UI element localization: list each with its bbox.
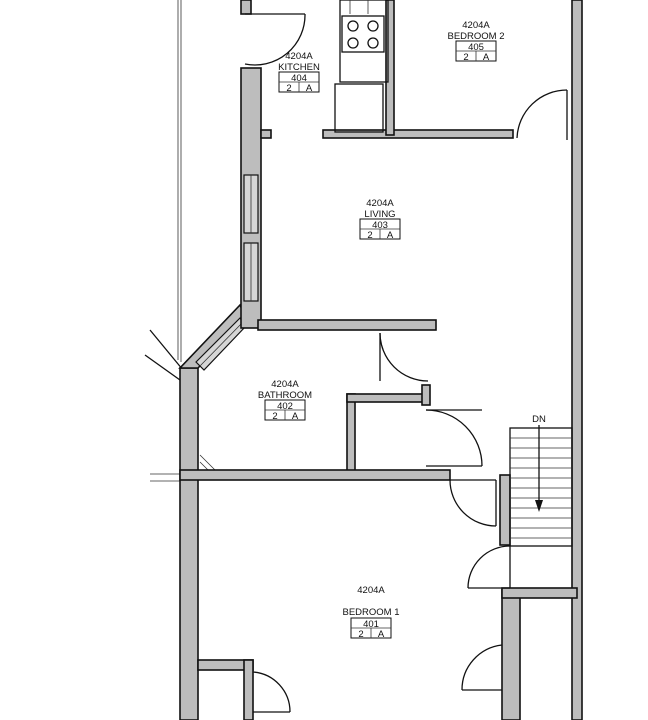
kitchen-counter: [339, 0, 389, 83]
doors: [244, 13, 568, 713]
stair-left-wall: [499, 474, 511, 546]
room-number: 404: [291, 73, 307, 84]
room-floor: 2: [286, 83, 291, 94]
room-type: A: [306, 83, 313, 94]
room-name: BEDROOM 1: [342, 607, 399, 618]
bedroom1-closet-door: [461, 644, 503, 691]
room-code: 4204A: [357, 585, 385, 596]
bottom-closet-door: [252, 671, 291, 713]
room-type: A: [387, 230, 394, 241]
room-tag-bedroom-2: 4204A BEDROOM 2 405 2 A: [447, 20, 504, 63]
bedroom1-right-wall: [501, 589, 521, 720]
kitchen-appliances: [334, 0, 389, 133]
room-name: KITCHEN: [278, 62, 320, 73]
bathroom-bottom-wall: [179, 469, 451, 481]
room-number: 403: [372, 220, 388, 231]
room-type: A: [378, 629, 385, 640]
bedroom1-door: [449, 479, 497, 527]
room-number: 405: [468, 42, 484, 53]
bathroom-door: [379, 332, 429, 382]
stair-label: DN: [532, 414, 546, 425]
stair-outline: [509, 427, 573, 547]
closet-door: [425, 409, 483, 467]
room-type: A: [292, 411, 299, 422]
kitchen-door: [244, 13, 306, 66]
room-tag-living: 4204A LIVING 403 2 A: [359, 198, 401, 241]
room-tag-kitchen: 4204A KITCHEN 404 2 A: [278, 51, 320, 94]
walls: [178, 0, 583, 720]
room-floor: 2: [272, 411, 277, 422]
bedroom2-bottom-wall: [322, 129, 514, 139]
refrigerator: [334, 83, 384, 133]
exterior-wall-left: [179, 367, 199, 720]
room-code: 4204A: [285, 51, 313, 62]
room-code: 4204A: [366, 198, 394, 209]
stair-door: [467, 545, 511, 589]
exterior-wall-right: [571, 0, 583, 720]
room-floor: 2: [367, 230, 372, 241]
room-number: 401: [363, 619, 379, 630]
room-floor: 2: [463, 52, 468, 63]
room-code: 4204A: [462, 20, 490, 31]
exterior-outline: [144, 0, 216, 482]
room-tag-bedroom-1: 4204A BEDROOM 1 401 2 A: [342, 585, 399, 640]
closet-top-wall: [346, 393, 425, 403]
closet-left-wall: [346, 393, 356, 473]
room-type: A: [483, 52, 490, 63]
bedroom2-left-wall: [385, 0, 395, 136]
room-code: 4204A: [271, 379, 299, 390]
room-name: BEDROOM 2: [447, 31, 504, 42]
stove-icon: [341, 15, 385, 53]
room-floor: 2: [358, 629, 363, 640]
stair: DN: [509, 414, 573, 547]
bedroom2-door: [516, 89, 568, 140]
room-name: BATHROOM: [258, 390, 312, 401]
living-bottom-wall: [257, 319, 437, 331]
room-tag-bathroom: 4204A BATHROOM 402 2 A: [258, 379, 312, 422]
arrow-down-icon: [535, 500, 543, 512]
room-name: LIVING: [364, 209, 395, 220]
room-number: 402: [277, 401, 293, 412]
